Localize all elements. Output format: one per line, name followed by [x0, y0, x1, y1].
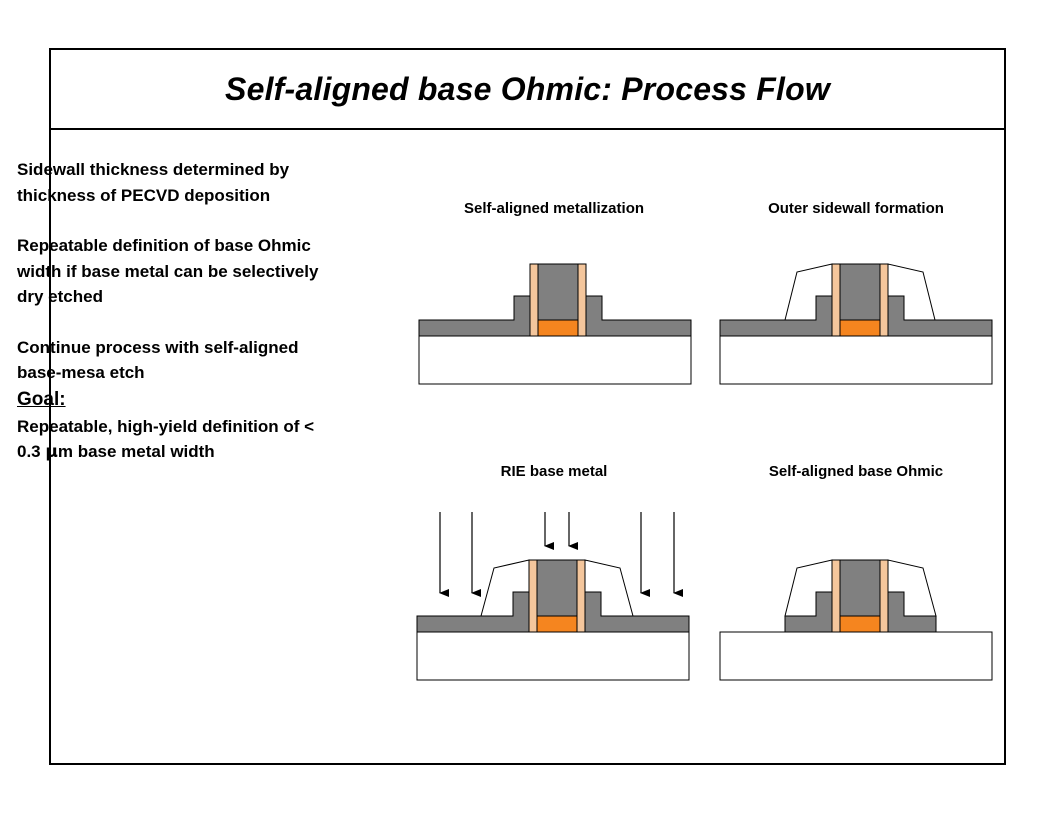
rie-etch-arrows	[439, 512, 683, 597]
bullet-sidewall-thickness: Sidewall thickness determined by thickne…	[17, 160, 290, 205]
substrate	[418, 335, 692, 385]
micro-symbol: μ	[45, 442, 58, 462]
inner-sidewall-left	[831, 559, 841, 633]
inner-sidewall-left	[529, 263, 539, 337]
emitter-metal	[536, 559, 578, 617]
inner-sidewall-right	[577, 263, 587, 337]
goal-text-before: Repeatable, high-yield definition of < 0…	[17, 416, 315, 462]
substrate	[719, 335, 993, 385]
slide-frame: Self-aligned base Ohmic: Process Flow	[49, 48, 1006, 765]
panel-title-outer-sidewall-formation: Outer sidewall formation	[768, 200, 944, 217]
panel-title-self-aligned-base-ohmic: Self-aligned base Ohmic	[768, 463, 944, 480]
diagram-rie-base-metal	[416, 512, 690, 681]
substrate	[416, 631, 690, 681]
bullet-continue-process: Continue process with self-aligned base-…	[17, 337, 299, 383]
emitter-metal	[839, 559, 881, 617]
inner-sidewall-right	[576, 559, 586, 633]
panel-title-self-aligned-metallization: Self-aligned metallization	[463, 200, 645, 217]
diagram-self-aligned-metallization	[418, 263, 692, 385]
inner-sidewall-left	[831, 263, 841, 337]
goal-heading: Goal:	[17, 388, 66, 410]
diagram-self-aligned-base-ohmic	[719, 559, 993, 681]
title-bar: Self-aligned base Ohmic: Process Flow	[51, 50, 1004, 130]
inner-sidewall-left	[528, 559, 538, 633]
inner-sidewall-right	[879, 559, 889, 633]
bullet-list: Sidewall thickness determined by thickne…	[17, 157, 337, 466]
goal-text-after: m base metal width	[57, 442, 215, 461]
emitter-contact	[839, 319, 881, 337]
bullet-repeatable-definition: Repeatable definition of base Ohmic widt…	[17, 236, 319, 306]
goal-text: Repeatable, high-yield definition of < 0…	[17, 414, 337, 466]
inner-sidewall-right	[879, 263, 889, 337]
diagram-outer-sidewall-formation	[719, 263, 993, 385]
emitter-contact	[839, 615, 881, 633]
emitter-contact	[537, 319, 579, 337]
panel-title-rie-base-metal: RIE base metal	[500, 463, 608, 480]
emitter-metal	[537, 263, 579, 321]
slide-title: Self-aligned base Ohmic: Process Flow	[225, 70, 830, 107]
emitter-contact	[536, 615, 578, 633]
substrate	[719, 631, 993, 681]
emitter-metal	[839, 263, 881, 321]
